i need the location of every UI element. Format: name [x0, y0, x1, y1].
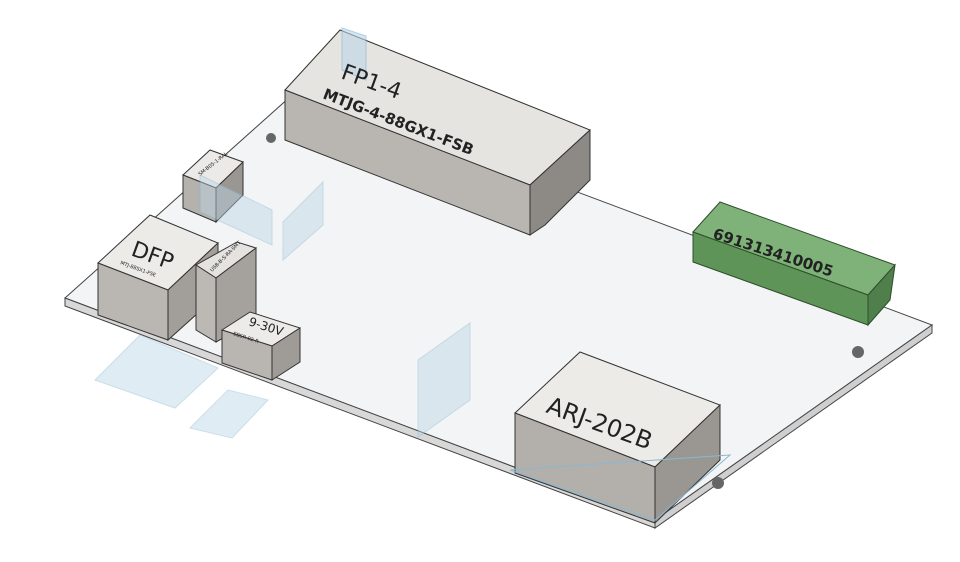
- mounting-hole: [266, 133, 864, 489]
- clearance-plane: [199, 174, 273, 246]
- dfp-connector[interactable]: DFP MTJ-88SX1-FSE: [97, 214, 219, 342]
- small-top-connector[interactable]: SM-B05-1-RAL: [182, 149, 244, 224]
- clearance-plane: [94, 334, 219, 409]
- terminal-block[interactable]: 691313410005: [692, 201, 896, 327]
- clearance-plane: [417, 322, 471, 438]
- clearance-plane: [189, 389, 269, 439]
- arj-202b-connector[interactable]: ARJ-202B: [509, 351, 732, 525]
- power-connector[interactable]: 9-30V EBSR-02-R: [220, 311, 302, 381]
- fp1-4-connector[interactable]: FP1-4 MTJG-4-88GX1-FSB: [284, 27, 591, 236]
- clearance-plane: [282, 180, 324, 262]
